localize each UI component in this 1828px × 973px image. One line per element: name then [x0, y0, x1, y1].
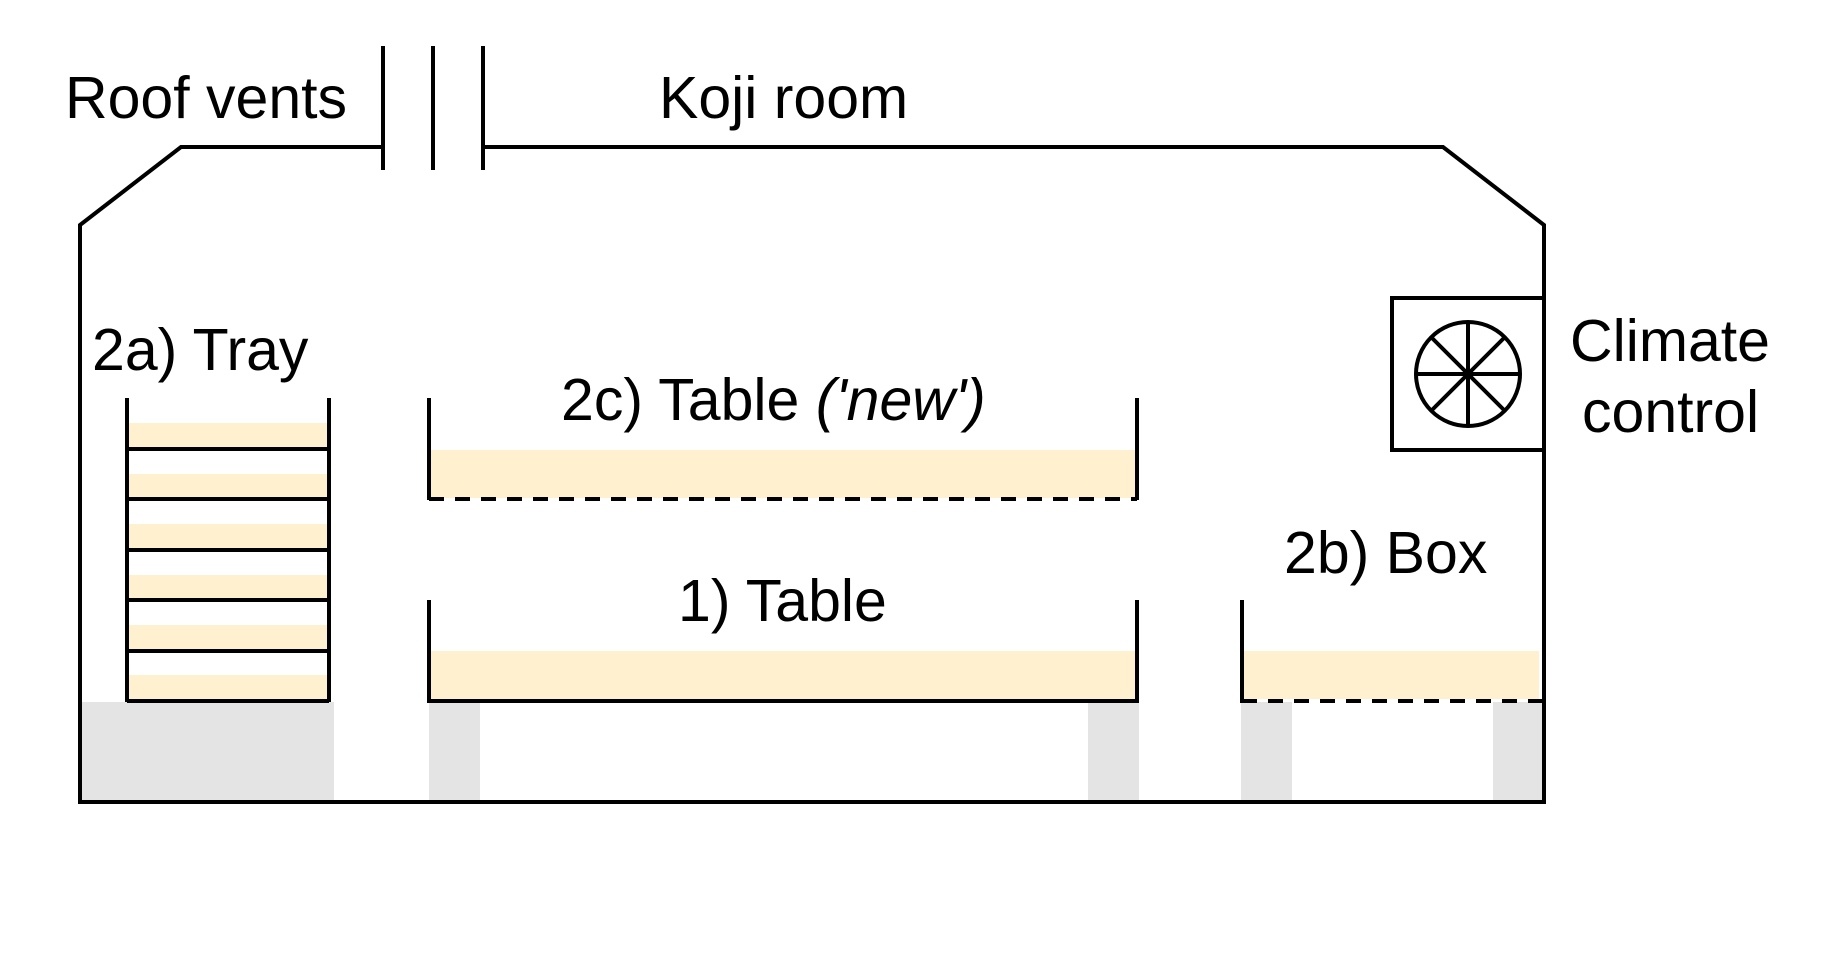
- table-support-right: [1088, 702, 1139, 802]
- table-new-label: 2c) Table ('new'): [561, 367, 986, 433]
- floor-supports: [80, 702, 1544, 802]
- room-outline: [78, 145, 1546, 804]
- tray-koji-layer: [128, 474, 328, 498]
- box-koji-layer: [1243, 651, 1539, 699]
- climate-control-label-line1: Climate: [1570, 308, 1770, 374]
- koji-room-label: Koji room: [659, 65, 908, 131]
- tray-koji-layer: [128, 423, 328, 447]
- koji-layers: [128, 423, 1539, 701]
- roof-vents-label: Roof vents: [65, 65, 347, 131]
- box-label: 2b) Box: [1284, 520, 1487, 586]
- table-new-koji-layer: [430, 450, 1136, 498]
- box-support-left: [1241, 702, 1292, 802]
- tray-koji-layer: [128, 524, 328, 548]
- tray-support: [80, 702, 334, 802]
- fan-icon: [1414, 320, 1522, 428]
- roof-vents: [381, 46, 485, 170]
- tray-koji-layer: [128, 625, 328, 649]
- climate-control-unit: [1390, 296, 1544, 452]
- table: [427, 600, 1139, 703]
- climate-control-box: [1390, 296, 1544, 452]
- box-support-right: [1493, 702, 1544, 802]
- table-label: 1) Table: [678, 568, 887, 634]
- table-koji-layer: [430, 651, 1136, 701]
- tray-koji-layer: [128, 575, 328, 599]
- table-new-label-italic: ('new'): [816, 367, 986, 433]
- box: [1240, 600, 1544, 703]
- tray-koji-layer: [128, 675, 328, 700]
- table-new: [427, 398, 1139, 501]
- climate-control-label-line2: control: [1582, 379, 1759, 445]
- table-new-label-main: 2c) Table: [561, 367, 816, 433]
- table-support-left: [429, 702, 480, 802]
- tray-label: 2a) Tray: [92, 317, 309, 383]
- tray-rack: [125, 398, 331, 703]
